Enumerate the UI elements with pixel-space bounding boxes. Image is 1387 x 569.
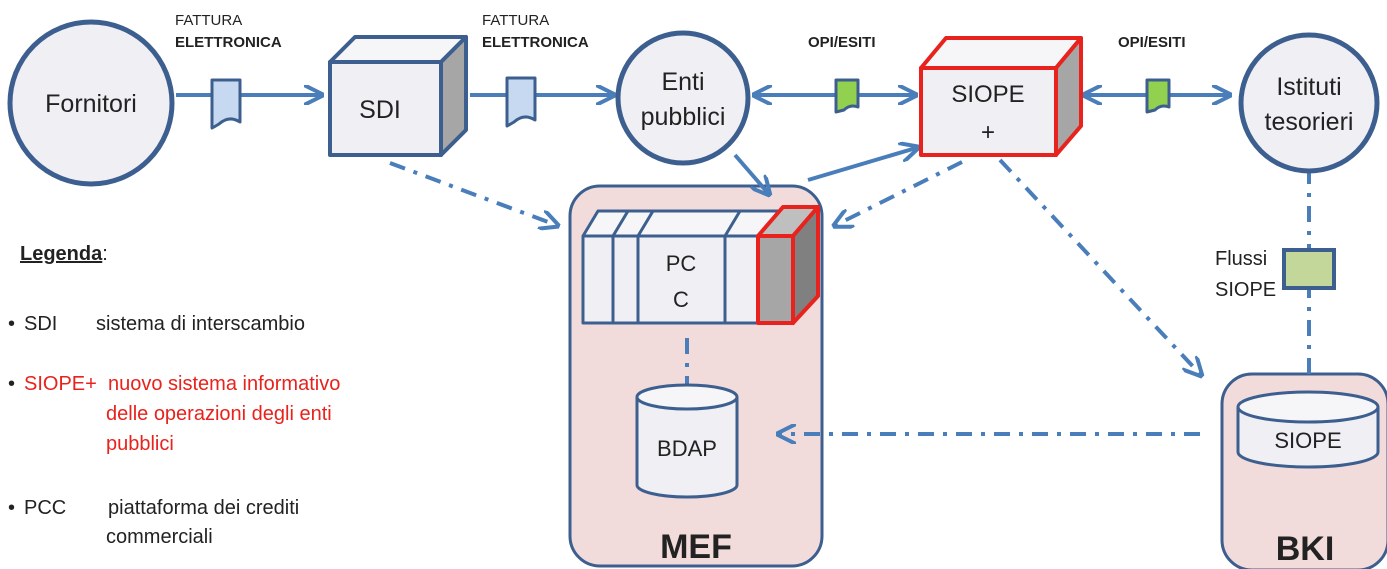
legend-item-abbr: PCC [24,497,67,519]
node-bki-siope-db [1236,390,1380,469]
fattura-label-1-line2: ELETTRONICA [175,34,282,51]
node-bdap [635,383,739,499]
opi-esiti-label-2: OPI/ESITI [1118,34,1186,51]
node-istituti-label-1: Istituti [1276,73,1341,101]
opi-esiti-label-1: OPI/ESITI [808,34,876,51]
legend-item-text: sistema di interscambio [96,313,305,335]
arrow-mef-to-siope [807,148,916,182]
node-fornitori-label: Fornitori [45,90,137,118]
fattura-label-2-line2: ELETTRONICA [482,34,589,51]
legend-item-pcc-line2: commerciali [106,526,213,548]
legend-title-suffix: : [102,243,108,265]
node-enti-label-1: Enti [661,68,704,96]
fattura-label-1-line1: FATTURA [175,12,242,29]
node-bdap-label: BDAP [657,436,717,461]
legend-item-siope-line3: pubblici [106,433,174,455]
node-enti-label-2: pubblici [641,103,726,131]
legend-item-abbr: SDI [24,313,58,335]
legend-item-text: piattaforma dei crediti [108,497,300,519]
bki-title: BKI [1276,530,1335,568]
node-siope-label-1: SIOPE [951,81,1024,108]
legend-item-siope: •SIOPE+nuovo sistema informativo [8,373,341,395]
dashed-siope-to-bki [998,158,1200,374]
node-sdi-label: SDI [359,96,401,124]
dashed-siope-to-pcc [836,160,963,225]
node-fornitori [7,19,175,187]
flussi-siope-label-2: SIOPE [1215,279,1276,301]
pcc-siope-module [756,205,820,325]
node-istituti-tesorieri [1238,32,1380,174]
dashed-sdi-to-mef [389,161,556,225]
node-pcc-label-1: PC [666,251,697,276]
node-sdi [328,35,468,157]
node-pcc-label-2: C [673,287,689,312]
legend-title-text: Legenda [20,243,103,265]
legend-item-abbr: SIOPE+ [24,373,97,395]
legend-title: Legenda: [20,243,108,266]
fattura-doc-icon-2 [505,76,537,128]
node-siope-plus [919,36,1083,157]
legend-item-text: nuovo sistema informativo [108,373,341,395]
node-siope-label-2: + [981,119,995,146]
node-istituti-label-2: tesorieri [1265,108,1354,136]
fattura-doc-icon-1 [210,78,242,130]
arrow-enti-to-mef [733,153,768,193]
flussi-siope-label-1: Flussi [1215,248,1267,270]
fattura-label-2-line1: FATTURA [482,12,549,29]
mef-title: MEF [660,528,732,566]
node-pcc [581,209,790,325]
opi-esiti-icon-2 [1145,78,1171,114]
legend-item-siope-line2: delle operazioni degli enti [106,403,332,425]
node-enti-pubblici [615,30,751,166]
flussi-siope-icon [1282,248,1336,290]
opi-esiti-icon-1 [834,78,860,114]
node-bki-db-label: SIOPE [1274,428,1341,453]
